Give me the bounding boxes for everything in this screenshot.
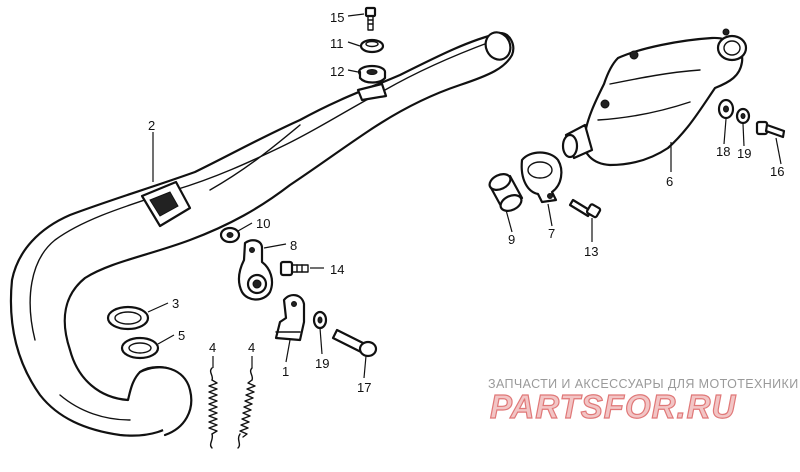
washer-10-part (219, 226, 241, 244)
washer-19a-part (312, 310, 328, 330)
clamp-7-part (520, 151, 563, 204)
gasket-5-part (120, 336, 160, 360)
leader-12 (347, 69, 359, 73)
leader-9 (505, 209, 513, 233)
callout-12: 12 (330, 64, 344, 79)
leader-19a (319, 327, 323, 355)
callout-16: 16 (770, 164, 784, 179)
sleeve-9-part (488, 173, 524, 212)
washer-19b-part (735, 107, 751, 125)
callout-17: 17 (357, 380, 371, 395)
washer-11-part (359, 38, 385, 54)
callout-11: 11 (330, 36, 344, 51)
leader-1 (285, 339, 291, 363)
leader-19b (742, 123, 745, 147)
callout-7: 7 (548, 226, 555, 241)
leader-15 (347, 13, 365, 17)
washer-18-part (717, 98, 735, 120)
leader-3 (147, 302, 169, 313)
callout-15: 15 (330, 10, 344, 25)
leader-11 (347, 41, 361, 47)
callout-19b: 19 (737, 146, 751, 161)
spring-4b-part (237, 367, 256, 449)
bolt-16-part (755, 120, 786, 139)
leader-18 (723, 118, 727, 145)
watermark-brand: PARTSFOR.RU (490, 388, 736, 425)
bracket-1-part (274, 294, 306, 342)
grommet-12-part (357, 64, 387, 84)
callout-5: 5 (178, 328, 185, 343)
leader-10 (237, 222, 253, 232)
callout-2: 2 (148, 118, 155, 133)
exhaust-chamber-part (9, 31, 515, 437)
callout-18: 18 (716, 144, 730, 159)
callout-6: 6 (666, 174, 673, 189)
bolt-13-part (568, 198, 602, 219)
callout-4a: 4 (209, 340, 216, 355)
callout-14: 14 (330, 262, 344, 277)
callout-1: 1 (282, 364, 289, 379)
callout-3: 3 (172, 296, 179, 311)
spring-4a-part (208, 367, 218, 449)
leader-5 (157, 334, 175, 345)
callout-19a: 19 (315, 356, 329, 371)
bolt-14-part (279, 260, 309, 277)
leader-17 (363, 355, 367, 379)
callout-13: 13 (584, 244, 598, 259)
callout-4b: 4 (248, 340, 255, 355)
callout-8: 8 (290, 238, 297, 253)
gasket-3-part (106, 305, 150, 331)
callout-labels: 15 11 12 2 10 8 14 3 5 4 4 1 19 17 9 7 1… (148, 10, 784, 395)
bolt-17-part (331, 328, 378, 358)
watermark: ЗАПЧАСТИ И АКСЕССУАРЫ ДЛЯ МОТОТЕХНИКИ PA… (488, 377, 799, 426)
callout-10: 10 (256, 216, 270, 231)
watermark-caption: ЗАПЧАСТИ И АКСЕССУАРЫ ДЛЯ МОТОТЕХНИКИ (488, 377, 799, 391)
bolt-15-part (364, 6, 377, 31)
leader-lines (147, 13, 782, 379)
bracket-8-part (237, 239, 274, 301)
leader-7 (547, 203, 553, 227)
leader-8 (263, 243, 287, 249)
callout-9: 9 (508, 232, 515, 247)
leader-16 (775, 137, 782, 165)
